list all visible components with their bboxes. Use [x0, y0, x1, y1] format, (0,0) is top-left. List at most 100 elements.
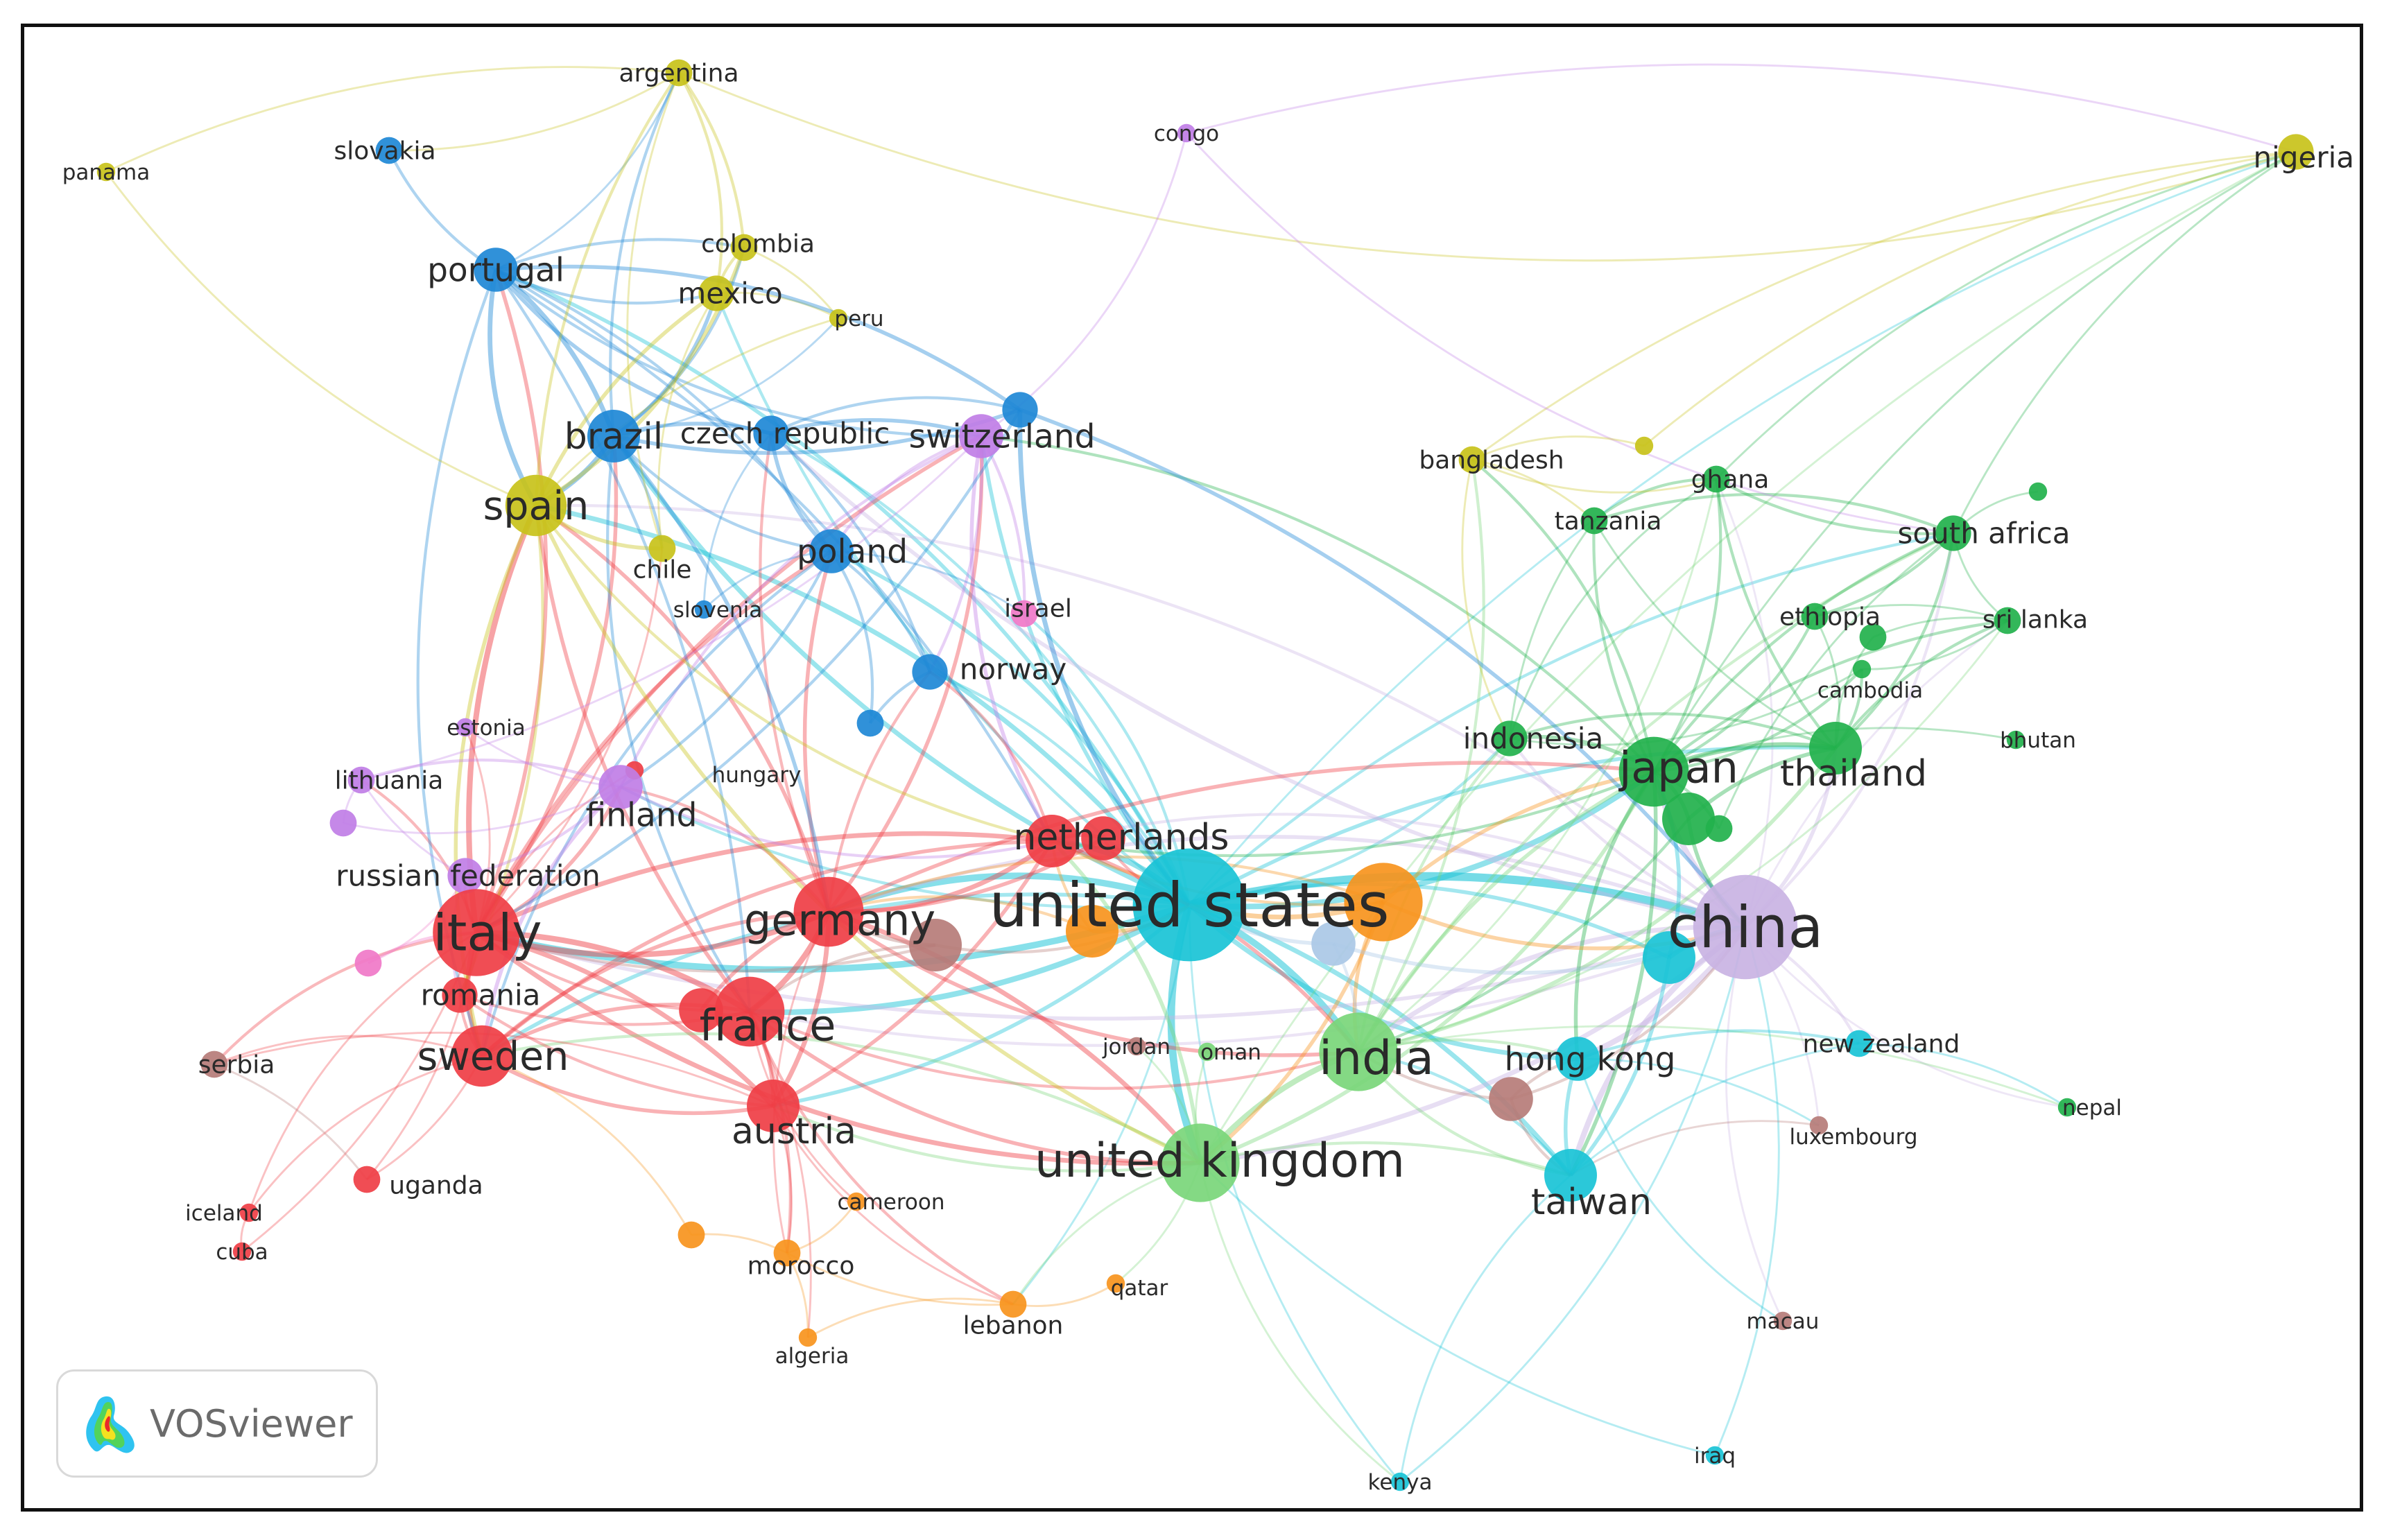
node-portugal[interactable] — [474, 248, 518, 292]
node-israel[interactable] — [1010, 600, 1038, 628]
node-unlabeled-purple[interactable] — [329, 809, 357, 837]
link-argentina-nigeria — [678, 71, 2297, 262]
node-iceland[interactable] — [239, 1203, 259, 1222]
node-unlabeled-brown-2[interactable] — [1489, 1077, 1533, 1121]
node-macau[interactable] — [1773, 1311, 1793, 1331]
link-bangladesh-indonesia — [1461, 459, 1511, 739]
node-cambodia[interactable] — [1852, 659, 1872, 679]
label-nepal: nepal — [2062, 1096, 2122, 1121]
node-cuba[interactable] — [232, 1242, 252, 1261]
node-unlabeled-blue[interactable] — [1002, 392, 1038, 428]
node-kenya[interactable] — [1390, 1472, 1410, 1491]
node-unlabeled-orange-3[interactable] — [677, 1221, 705, 1249]
node-colombia[interactable] — [730, 234, 758, 261]
link-congo-nigeria — [1186, 63, 2297, 153]
node-congo[interactable] — [1177, 123, 1196, 143]
node-jordan[interactable] — [1127, 1037, 1146, 1056]
node-finland[interactable] — [598, 765, 643, 809]
node-sri-lanka[interactable] — [1994, 607, 2021, 634]
link-italy-brazil — [474, 435, 619, 934]
node-japan[interactable] — [1618, 736, 1689, 807]
link-hong-kong-luxembourg — [1577, 1057, 1820, 1127]
node-unlabeled-cyan[interactable] — [1643, 931, 1695, 984]
node-bhutan[interactable] — [2006, 730, 2025, 750]
node-taiwan[interactable] — [1544, 1149, 1597, 1202]
node-hong-kong[interactable] — [1555, 1037, 1600, 1081]
node-algeria[interactable] — [798, 1328, 818, 1347]
node-brazil[interactable] — [587, 410, 640, 462]
node-chile[interactable] — [648, 535, 676, 562]
node-spain[interactable] — [505, 474, 567, 537]
node-thailand[interactable] — [1809, 722, 1862, 775]
node-unlabeled-red[interactable] — [679, 988, 723, 1032]
node-austria[interactable] — [747, 1080, 800, 1132]
node-unlabeled-green-4[interactable] — [1859, 623, 1887, 651]
node-slovakia[interactable] — [375, 137, 403, 164]
node-lebanon[interactable] — [999, 1290, 1027, 1318]
node-netherlands[interactable] — [1026, 815, 1078, 867]
node-uganda[interactable] — [353, 1166, 381, 1193]
node-france[interactable] — [714, 976, 785, 1047]
node-lithuania[interactable] — [347, 766, 375, 794]
node-germany[interactable] — [793, 876, 864, 947]
link-ghana-indonesia — [1508, 478, 1717, 739]
link-japan-nigeria — [1652, 150, 2297, 772]
node-czech-republic[interactable] — [753, 415, 789, 451]
link-united-states-switzerland — [979, 435, 1191, 906]
co-authorship-network[interactable]: argentinapanamaslovakiacongonigeriacolom… — [24, 27, 2360, 1508]
node-unlabeled-orange[interactable] — [1344, 863, 1423, 942]
node-new-zealand[interactable] — [1845, 1030, 1873, 1057]
node-bangladesh[interactable] — [1458, 446, 1486, 474]
node-unlabeled-green-3[interactable] — [2028, 482, 2048, 501]
node-unlabeled-pink[interactable] — [354, 949, 382, 977]
link-sweden-serbia — [214, 1035, 483, 1066]
node-china[interactable] — [1693, 874, 1798, 980]
node-peru[interactable] — [829, 309, 848, 328]
node-unlabeled-yellow[interactable] — [1634, 436, 1654, 456]
node-united-kingdom[interactable] — [1161, 1123, 1240, 1202]
node-argentina[interactable] — [665, 59, 693, 87]
node-mexico[interactable] — [698, 275, 734, 311]
link-united-states-china — [1188, 872, 1747, 931]
node-unlabeled-lightblue[interactable] — [1311, 922, 1356, 966]
node-south-africa[interactable] — [1935, 515, 1971, 551]
node-romania[interactable] — [442, 977, 478, 1013]
node-poland[interactable] — [809, 529, 854, 573]
node-nepal[interactable] — [2057, 1098, 2077, 1117]
node-norway[interactable] — [912, 654, 948, 690]
node-unlabeled-green[interactable] — [1662, 793, 1715, 845]
node-italy[interactable] — [433, 889, 520, 976]
node-india[interactable] — [1319, 1012, 1398, 1091]
node-indonesia[interactable] — [1492, 720, 1528, 756]
link-netherlands-austria — [772, 840, 1054, 1108]
node-serbia[interactable] — [200, 1050, 228, 1078]
node-cameroon[interactable] — [847, 1192, 866, 1211]
node-russian-federation[interactable] — [447, 858, 483, 894]
node-luxembourg[interactable] — [1809, 1116, 1829, 1135]
node-united-states[interactable] — [1132, 848, 1246, 962]
node-switzerland[interactable] — [959, 414, 1003, 458]
label-cambodia: cambodia — [1817, 678, 1923, 703]
node-estonia[interactable] — [456, 718, 475, 737]
node-panama[interactable] — [96, 162, 116, 182]
link-brazil-peru — [613, 318, 840, 438]
node-unlabeled-orange-2[interactable] — [1066, 905, 1118, 958]
node-iraq[interactable] — [1705, 1446, 1725, 1465]
node-unlabeled-brown[interactable] — [909, 919, 962, 971]
node-oman[interactable] — [1198, 1042, 1217, 1062]
link-unlabeled-orange-china — [1382, 900, 1746, 951]
node-unlabeled-blue-2[interactable] — [856, 709, 884, 737]
node-morocco[interactable] — [773, 1239, 801, 1267]
node-ghana[interactable] — [1702, 465, 1730, 493]
node-tanzania[interactable] — [1580, 507, 1608, 535]
label-peru: peru — [834, 306, 883, 331]
link-japan-ghana — [1652, 478, 1722, 773]
node-nigeria[interactable] — [2278, 134, 2314, 170]
node-unlabeled-red-2[interactable] — [1081, 816, 1125, 860]
label-estonia: estonia — [447, 716, 526, 741]
node-ethiopia[interactable] — [1801, 603, 1829, 630]
node-sweden[interactable] — [451, 1025, 513, 1087]
node-slovenia[interactable] — [694, 600, 714, 619]
node-qatar[interactable] — [1106, 1274, 1125, 1293]
link-thailand-tanzania — [1593, 520, 1836, 750]
